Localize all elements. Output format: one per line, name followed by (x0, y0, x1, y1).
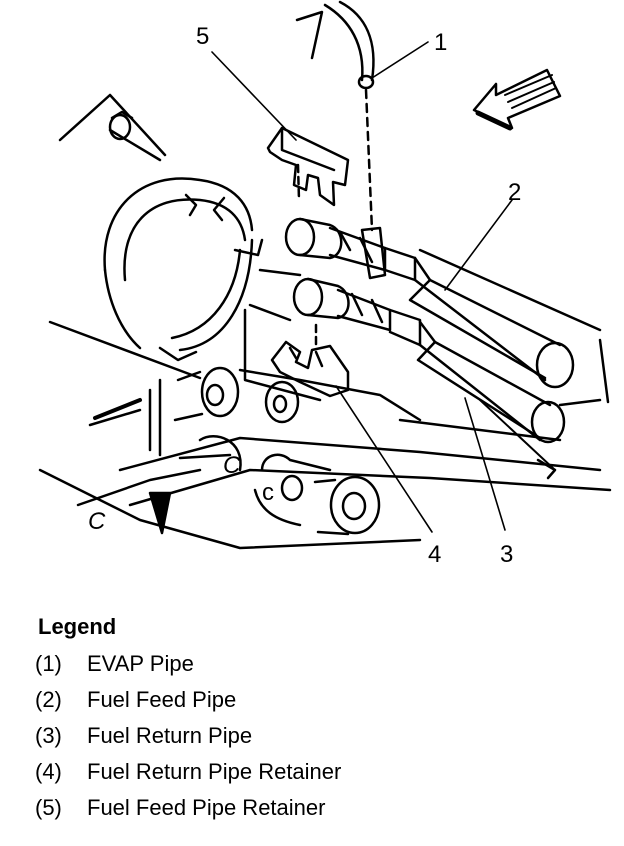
leader-lines (211, 41, 513, 533)
lower-mount: C C (88, 366, 300, 535)
callout-5: 5 (196, 23, 209, 50)
bracket-top-left (58, 93, 167, 162)
feed-pipe-retainer (266, 126, 350, 207)
callout-2: 2 (508, 179, 521, 206)
legend-item-number: (4) (35, 759, 62, 784)
legend-item: (1) EVAP Pipe (35, 646, 341, 682)
legend-item: (4) Fuel Return Pipe Retainer (35, 754, 342, 790)
legend-title: Legend (38, 614, 117, 639)
tank-housing (103, 177, 264, 362)
legend-item-label: Fuel Return Pipe (87, 723, 253, 748)
callout-labels: 1 2 3 4 5 (196, 23, 521, 568)
lower-bushing: c (253, 453, 381, 536)
fuel-pipe-diagram: C C c (38, 0, 612, 568)
legend-item-label: EVAP Pipe (87, 651, 194, 676)
callout-4: 4 (428, 541, 441, 568)
svg-text:C: C (223, 452, 241, 479)
legend-item: (3) Fuel Return Pipe (35, 718, 341, 754)
direction-arrow (472, 68, 562, 131)
evap-pipe (295, 0, 387, 280)
callout-1: 1 (434, 29, 447, 56)
legend: Legend (1) EVAP Pipe (2) Fuel Feed Pipe (3… (35, 614, 342, 826)
legend-item-number: (1) (35, 651, 62, 676)
frame-structure (38, 248, 612, 550)
legend-item: (2) Fuel Feed Pipe (35, 682, 341, 718)
fuel-return-pipe (292, 277, 566, 480)
callout-3: 3 (500, 541, 513, 568)
legend-item: (5) Fuel Feed Pipe Retainer (35, 790, 341, 826)
legend-item-label: Fuel Return Pipe Retainer (87, 759, 342, 784)
svg-text:C: C (88, 508, 106, 535)
fuel-feed-pipe (284, 217, 575, 389)
legend-item-number: (5) (35, 795, 62, 820)
legend-item-label: Fuel Feed Pipe Retainer (87, 795, 326, 820)
svg-text:c: c (262, 479, 274, 506)
legend-item-number: (2) (35, 687, 62, 712)
legend-item-label: Fuel Feed Pipe (87, 687, 237, 712)
legend-item-number: (3) (35, 723, 62, 748)
return-pipe-retainer (270, 323, 350, 398)
